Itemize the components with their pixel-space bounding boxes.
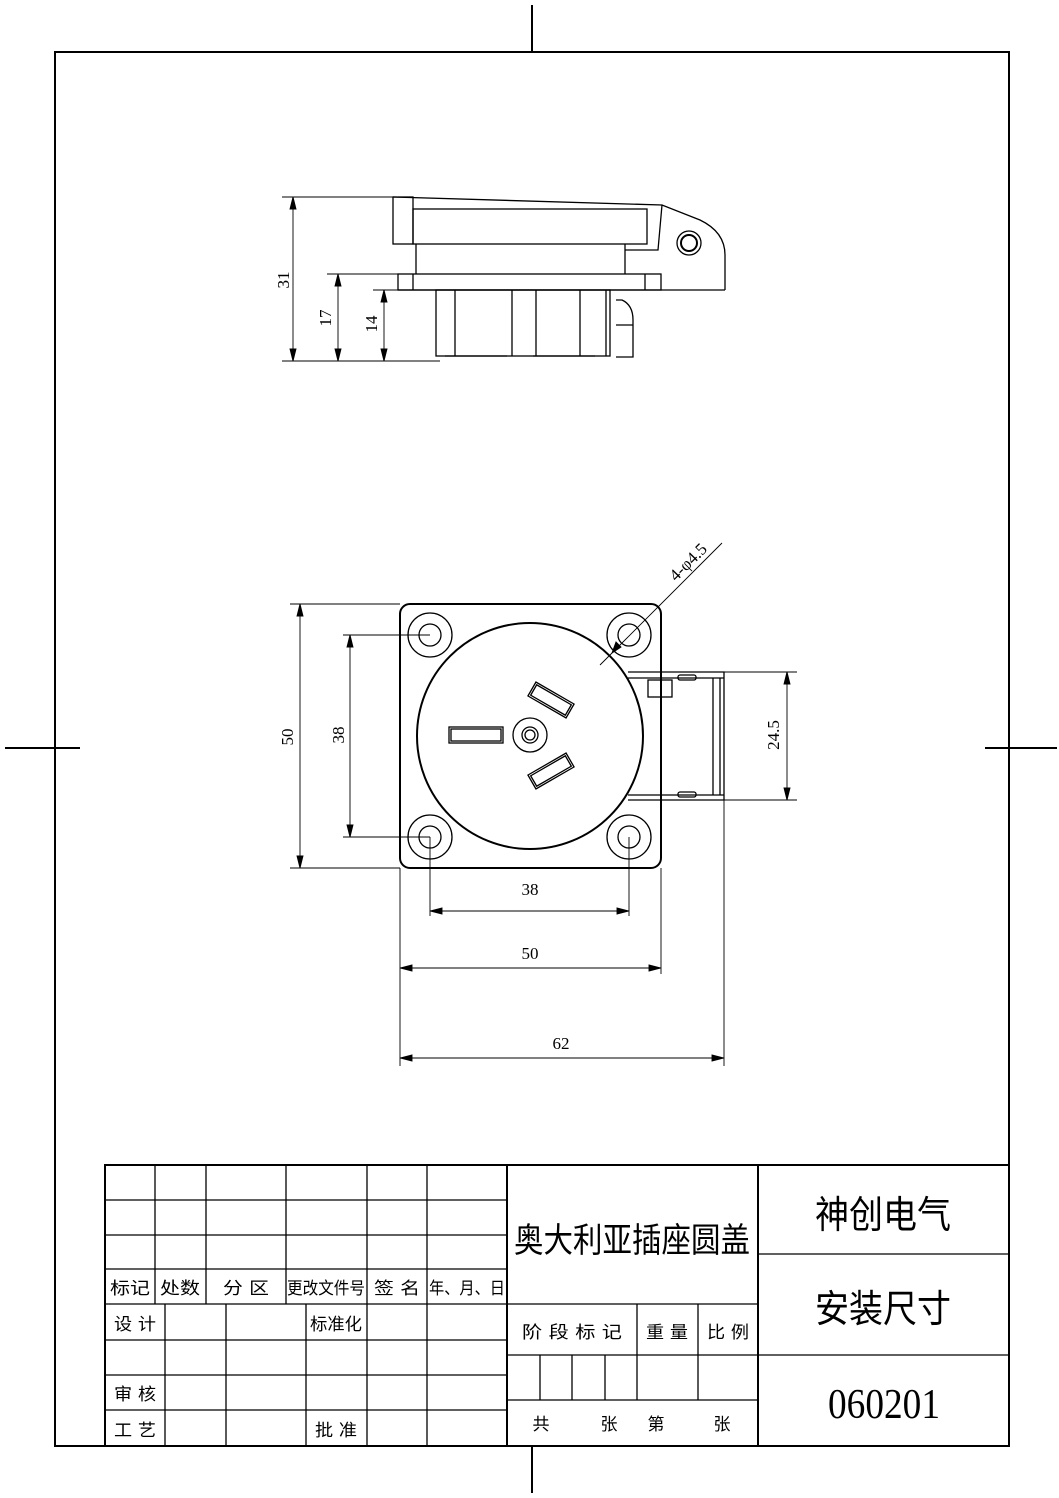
label-design: 设 计 [114,1315,156,1335]
label-sheets-unit1: 张 [601,1415,618,1435]
label-process: 工 艺 [114,1421,156,1441]
header-count: 处数 [160,1279,200,1299]
drawing-title: 安装尺寸 [815,1287,951,1331]
label-sheets-total: 共 [533,1415,550,1435]
dim-17: 17 [316,309,335,327]
holes-callout: 4-φ4.5 [665,539,710,584]
label-standardization: 标准化 [310,1315,362,1335]
header-date: 年、月、日 [429,1279,505,1299]
part-name: 奥大利亚插座圆盖 [514,1221,750,1261]
side-dimensions [282,196,440,362]
label-sheet-no: 第 [648,1415,665,1435]
dim-31: 31 [274,272,293,289]
dim-24-5: 24.5 [764,720,783,750]
company-name: 神创电气 [815,1193,951,1237]
dim-50-vertical: 50 [278,729,297,746]
label-scale: 比 例 [707,1323,749,1343]
dim-62: 62 [553,1034,570,1053]
header-signature: 签 名 [374,1279,420,1299]
header-change-doc: 更改文件号 [287,1279,365,1299]
front-dimensions [290,542,797,1066]
front-view [399,603,725,869]
header-zone: 分 区 [223,1279,269,1299]
dim-38-horizontal: 38 [522,880,539,899]
label-review: 审 核 [114,1385,156,1405]
label-approval: 批 准 [315,1421,357,1441]
header-mark: 标记 [110,1279,150,1299]
dim-50-horizontal: 50 [522,944,539,963]
label-stage-mark: 阶 段 标 记 [522,1323,622,1343]
label-sheets-unit2: 张 [714,1415,731,1435]
drawing-number: 060201 [828,1382,940,1428]
dim-14: 14 [362,315,381,333]
centering-marks [5,5,1057,1493]
label-weight: 重 量 [646,1323,688,1343]
hinged-cover [628,671,725,801]
side-view [392,196,726,358]
title-block-grid [104,1164,1010,1447]
dim-38-vertical: 38 [329,727,348,744]
